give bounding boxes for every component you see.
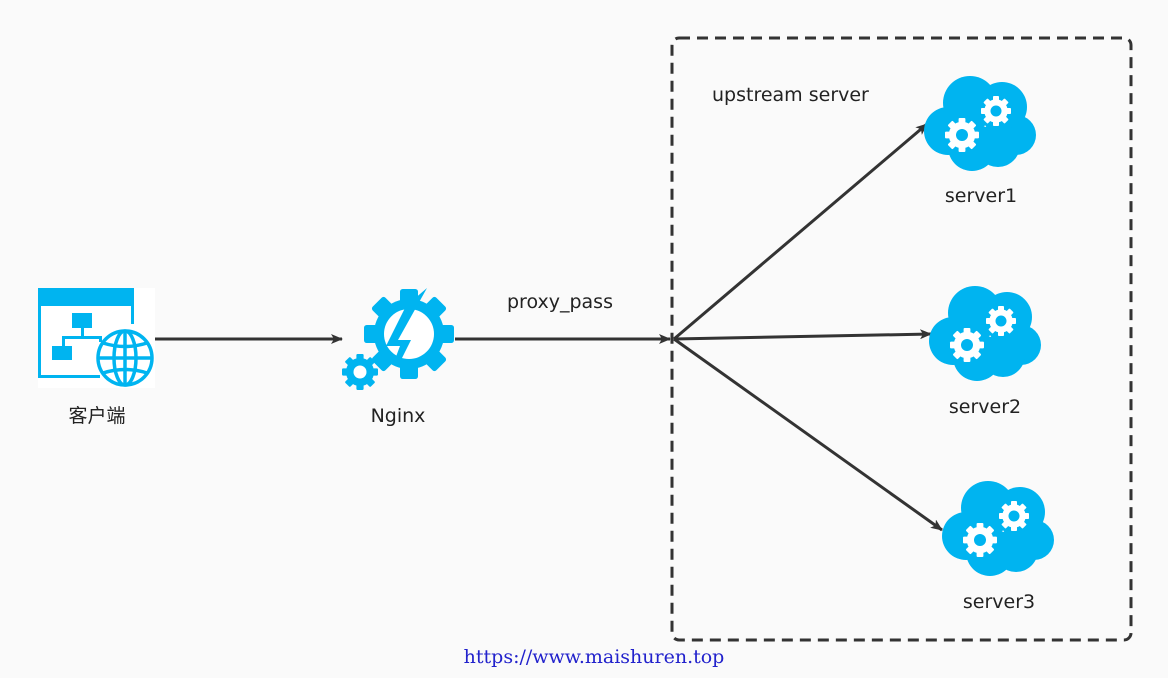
client-label: 客户端 — [68, 405, 125, 427]
server2-label: server2 — [949, 396, 1021, 418]
server3-icon — [942, 481, 1054, 576]
gear-lightning-icon — [342, 288, 454, 390]
server1-icon — [924, 76, 1036, 171]
server3-label: server3 — [963, 591, 1035, 613]
footer-url: https://www.maishuren.top — [464, 646, 725, 668]
proxy-pass-label: proxy_pass — [507, 291, 613, 313]
upstream-group-label: upstream server — [712, 84, 869, 106]
server1-label: server1 — [945, 185, 1017, 207]
edge-to-server3 — [673, 337, 943, 532]
server2-icon — [929, 286, 1041, 381]
edge-to-server2 — [673, 329, 932, 341]
nginx-label: Nginx — [371, 405, 426, 427]
upstream-group-box — [670, 36, 1133, 642]
edge-to-server1 — [673, 122, 928, 341]
web-sitemap-icon — [38, 288, 155, 388]
